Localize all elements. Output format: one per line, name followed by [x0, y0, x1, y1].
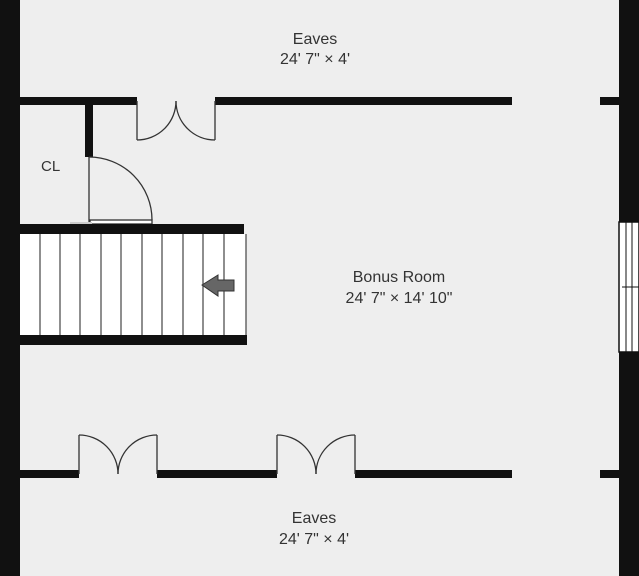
- arrow-left-icon: [201, 274, 235, 297]
- double-door-bottom-right: [276, 434, 356, 475]
- top-interior-wall: [20, 97, 619, 105]
- staircase: [20, 224, 247, 345]
- right-exterior-wall-lower: [619, 352, 639, 576]
- bottom-interior-wall: [20, 470, 619, 478]
- right-exterior-wall-upper: [619, 0, 639, 222]
- closet-label: CL: [41, 158, 60, 175]
- bonus-room-name: Bonus Room: [353, 269, 446, 286]
- closet-threshold: [70, 222, 92, 225]
- closet-wall: [85, 105, 93, 157]
- window: [618, 221, 639, 353]
- eaves-bottom-name: Eaves: [292, 510, 336, 527]
- eaves-bottom-dimensions: 24' 7" × 4': [279, 531, 349, 548]
- double-door-top: [136, 100, 216, 141]
- double-door-bottom-left: [78, 434, 158, 475]
- eaves-top-dimensions: 24' 7" × 4': [280, 51, 350, 68]
- bonus-room-dimensions: 24' 7" × 14' 10": [346, 290, 453, 307]
- left-exterior-wall: [0, 0, 20, 576]
- eaves-top-name: Eaves: [293, 31, 337, 48]
